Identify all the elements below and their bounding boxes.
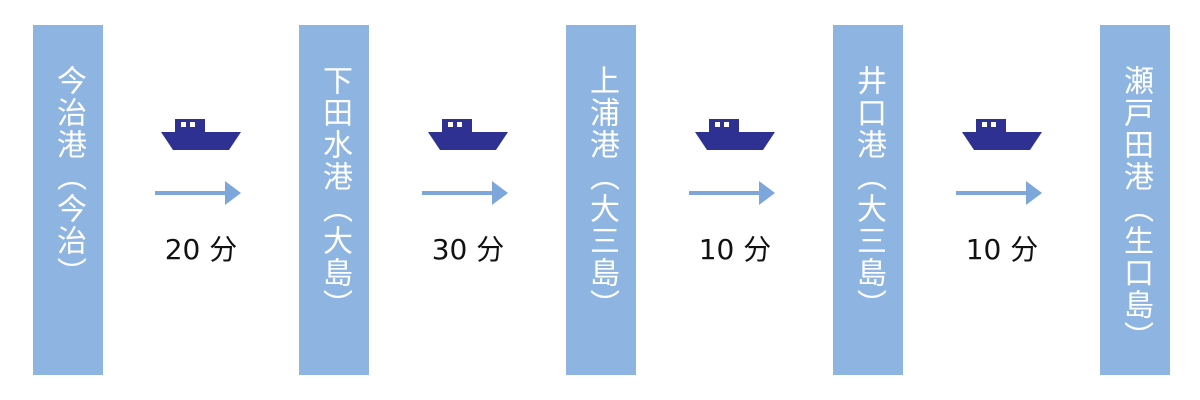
port-imabari: 今治港（今治） — [33, 25, 103, 375]
port-setoda: 瀬戸田港（生口島） — [1100, 25, 1170, 375]
port-label: 下田水港（大島） — [317, 65, 352, 321]
port-shitadami: 下田水港（大島） — [299, 25, 369, 375]
route-leg-2: 30 分 — [418, 0, 518, 400]
boat-icon — [428, 119, 508, 150]
travel-duration: 10 分 — [965, 233, 1039, 266]
port-label: 上浦港（大三島） — [584, 65, 619, 321]
boat-icon — [695, 119, 775, 150]
arrow-right-icon — [155, 181, 241, 205]
port-label: 今治港（今治） — [51, 65, 86, 289]
boat-icon — [161, 119, 241, 150]
arrow-right-icon — [689, 181, 775, 205]
arrow-right-icon — [956, 181, 1042, 205]
port-label: 瀬戸田港（生口島） — [1118, 65, 1153, 353]
boat-icon — [962, 119, 1042, 150]
arrow-right-icon — [422, 181, 508, 205]
route-leg-1: 20 分 — [151, 0, 251, 400]
travel-duration: 30 分 — [431, 233, 505, 266]
port-inokuchi: 井口港（大三島） — [833, 25, 903, 375]
port-kamiura: 上浦港（大三島） — [566, 25, 636, 375]
route-leg-3: 10 分 — [685, 0, 785, 400]
travel-duration: 10 分 — [698, 233, 772, 266]
port-label: 井口港（大三島） — [851, 65, 886, 321]
travel-duration: 20 分 — [164, 233, 238, 266]
route-leg-4: 10 分 — [952, 0, 1052, 400]
